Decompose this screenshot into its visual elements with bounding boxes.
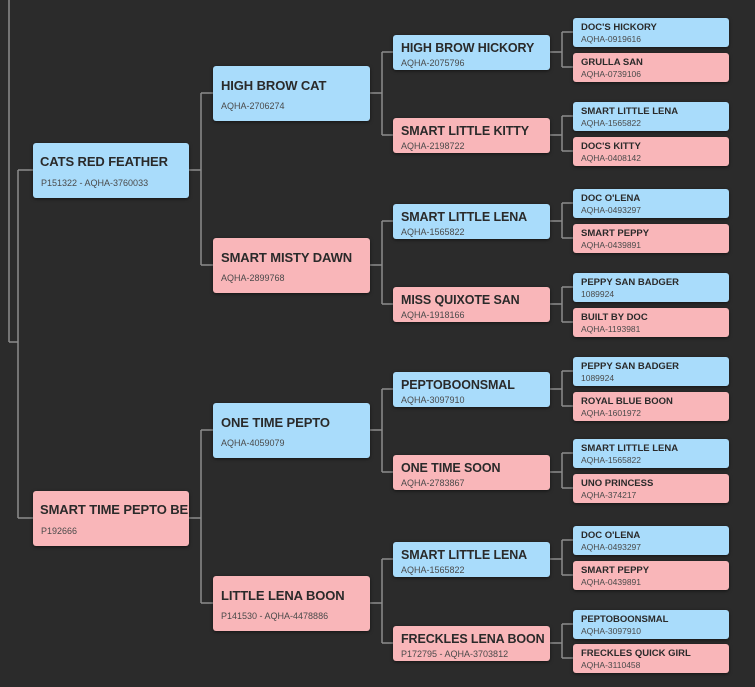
horse-name: SMART LITTLE KITTY: [401, 123, 530, 138]
registration-number: AQHA-3110458: [581, 659, 641, 670]
registration-number: AQHA-1918166: [401, 309, 465, 320]
registration-number: P151322 - AQHA-3760033: [41, 177, 149, 188]
horse-name: ROYAL BLUE BOON: [581, 395, 673, 407]
horse-name: ONE TIME PEPTO: [221, 414, 330, 430]
horse-card-one-time-pepto[interactable]: ONE TIME PEPTO AQHA-4059079: [213, 402, 370, 458]
registration-number: AQHA-4059079: [221, 437, 285, 448]
horse-card-high-brow-cat[interactable]: HIGH BROW CAT AQHA-2706274: [213, 65, 370, 121]
registration-number: AQHA-1601972: [581, 407, 642, 418]
horse-name: DOC'S KITTY: [581, 140, 641, 152]
registration-number: AQHA-0919616: [581, 33, 642, 44]
horse-name: PEPPY SAN BADGER: [581, 276, 680, 288]
horse-name: HIGH BROW CAT: [221, 77, 327, 93]
horse-name: PEPTOBOONSMAL: [401, 377, 515, 392]
horse-card-peptoboonsmal[interactable]: PEPTOBOONSMAL AQHA-3097910: [393, 371, 550, 407]
registration-number: AQHA-3097910: [581, 625, 642, 636]
horse-name: DOC O'LENA: [581, 529, 641, 541]
horse-name: SMART MISTY DAWN: [221, 249, 353, 265]
horse-card-smart-little-kitty[interactable]: SMART LITTLE KITTY AQHA-2198722: [393, 117, 550, 153]
registration-number: 1089924: [581, 372, 615, 383]
registration-number: AQHA-2075796: [401, 57, 465, 68]
horse-name: SMART LITTLE LENA: [401, 547, 528, 562]
horse-name: ONE TIME SOON: [401, 460, 501, 475]
registration-number: P141530 - AQHA-4478886: [221, 610, 329, 621]
registration-number: AQHA-2899768: [221, 272, 285, 283]
horse-card-miss-quixote-san[interactable]: MISS QUIXOTE SAN AQHA-1918166: [393, 286, 550, 322]
registration-number: AQHA-0439891: [581, 239, 642, 250]
horse-name: DOC O'LENA: [581, 192, 641, 204]
registration-number: AQHA-2783867: [401, 477, 465, 488]
horse-card-cats-red-feather[interactable]: CATS RED FEATHER P151322 - AQHA-3760033: [33, 142, 189, 198]
registration-number: AQHA-3097910: [401, 394, 465, 405]
registration-number: P172795 - AQHA-3703812: [401, 648, 509, 659]
horse-name: MISS QUIXOTE SAN: [401, 292, 520, 307]
horse-name: BUILT BY DOC: [581, 311, 648, 323]
horse-name: SMART LITTLE LENA: [581, 442, 679, 454]
registration-number: 1089924: [581, 288, 615, 299]
horse-name: SMART PEPPY: [581, 564, 650, 576]
horse-card-smart-time-pepto-bee[interactable]: SMART TIME PEPTO BEE P192666: [33, 490, 189, 546]
registration-number: AQHA-1565822: [581, 454, 642, 465]
registration-number: AQHA-374217: [581, 489, 637, 500]
horse-name: SMART TIME PEPTO BEE: [40, 501, 189, 517]
horse-name: LITTLE LENA BOON: [221, 587, 345, 603]
registration-number: AQHA-2706274: [221, 100, 285, 111]
horse-name: SMART LITTLE LENA: [401, 209, 528, 224]
registration-number: AQHA-1565822: [401, 226, 465, 237]
registration-number: AQHA-1565822: [581, 117, 642, 128]
horse-card-high-brow-hickory[interactable]: HIGH BROW HICKORY AQHA-2075796: [393, 34, 550, 70]
registration-number: AQHA-0493297: [581, 541, 642, 552]
horse-name: HIGH BROW HICKORY: [401, 40, 535, 55]
horse-name: FRECKLES LENA BOON: [401, 631, 545, 646]
registration-number: AQHA-2198722: [401, 140, 465, 151]
registration-number: AQHA-0739106: [581, 68, 642, 79]
registration-number: P192666: [41, 525, 78, 536]
horse-card-smart-misty-dawn[interactable]: SMART MISTY DAWN AQHA-2899768: [213, 237, 370, 293]
horse-card-freckles-lena-boon[interactable]: FRECKLES LENA BOON P172795 - AQHA-3703812: [393, 625, 550, 661]
horse-card-smart-little-lena[interactable]: SMART LITTLE LENA AQHA-1565822: [393, 541, 550, 577]
horse-name: PEPPY SAN BADGER: [581, 360, 680, 372]
horse-name: CATS RED FEATHER: [40, 153, 168, 169]
registration-number: AQHA-0408142: [581, 152, 642, 163]
registration-number: AQHA-1193981: [581, 323, 641, 334]
horse-name: SMART LITTLE LENA: [581, 105, 679, 117]
registration-number: AQHA-0439891: [581, 576, 642, 587]
registration-number: AQHA-0493297: [581, 204, 642, 215]
horse-name: UNO PRINCESS: [581, 477, 654, 489]
horse-name: PEPTOBOONSMAL: [581, 613, 669, 625]
horse-name: FRECKLES QUICK GIRL: [581, 647, 691, 659]
horse-name: DOC'S HICKORY: [581, 21, 657, 33]
horse-name: SMART PEPPY: [581, 227, 650, 239]
horse-name: GRULLA SAN: [581, 56, 643, 68]
horse-card-little-lena-boon[interactable]: LITTLE LENA BOON P141530 - AQHA-4478886: [213, 575, 370, 631]
registration-number: AQHA-1565822: [401, 564, 465, 575]
horse-card-one-time-soon[interactable]: ONE TIME SOON AQHA-2783867: [393, 454, 550, 490]
horse-card-smart-little-lena[interactable]: SMART LITTLE LENA AQHA-1565822: [393, 203, 550, 239]
